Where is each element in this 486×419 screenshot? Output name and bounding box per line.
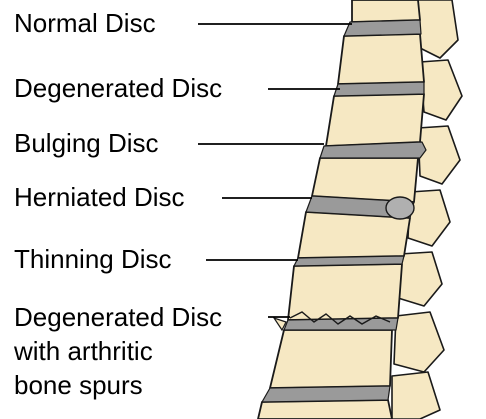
process-5 bbox=[398, 252, 442, 306]
arthritic-disc-shape bbox=[284, 318, 398, 330]
label-arthritic-line2: with arthritic bbox=[14, 334, 222, 368]
herniation-bulge bbox=[386, 197, 414, 219]
vertebra-7 bbox=[270, 330, 392, 388]
vertebra-6 bbox=[288, 264, 402, 320]
vertebra-2 bbox=[338, 34, 424, 84]
degenerated-disc-shape bbox=[334, 82, 424, 96]
vertebra-4 bbox=[312, 158, 418, 202]
process-2 bbox=[420, 60, 462, 120]
label-arthritic-line3: bone spurs bbox=[14, 368, 222, 402]
label-degenerated-disc: Degenerated Disc bbox=[14, 73, 222, 103]
vertebra-1 bbox=[352, 0, 420, 22]
process-3 bbox=[418, 126, 460, 184]
vertebra-5 bbox=[298, 212, 410, 258]
thinning-disc-shape bbox=[294, 256, 404, 266]
label-thinning-disc: Thinning Disc bbox=[14, 244, 172, 274]
label-normal-disc: Normal Disc bbox=[14, 8, 156, 38]
vertebra-8 bbox=[258, 400, 392, 419]
process-1 bbox=[418, 0, 458, 58]
vertebra-3 bbox=[326, 94, 424, 146]
lower-disc-shape bbox=[262, 386, 390, 402]
label-arthritic-disc: Degenerated Disc with arthritic bone spu… bbox=[14, 300, 222, 402]
label-herniated-disc: Herniated Disc bbox=[14, 182, 185, 212]
label-arthritic-line1: Degenerated Disc bbox=[14, 300, 222, 334]
process-7 bbox=[392, 372, 440, 419]
process-6 bbox=[394, 312, 444, 372]
normal-disc-shape bbox=[344, 20, 421, 36]
label-bulging-disc: Bulging Disc bbox=[14, 128, 159, 158]
